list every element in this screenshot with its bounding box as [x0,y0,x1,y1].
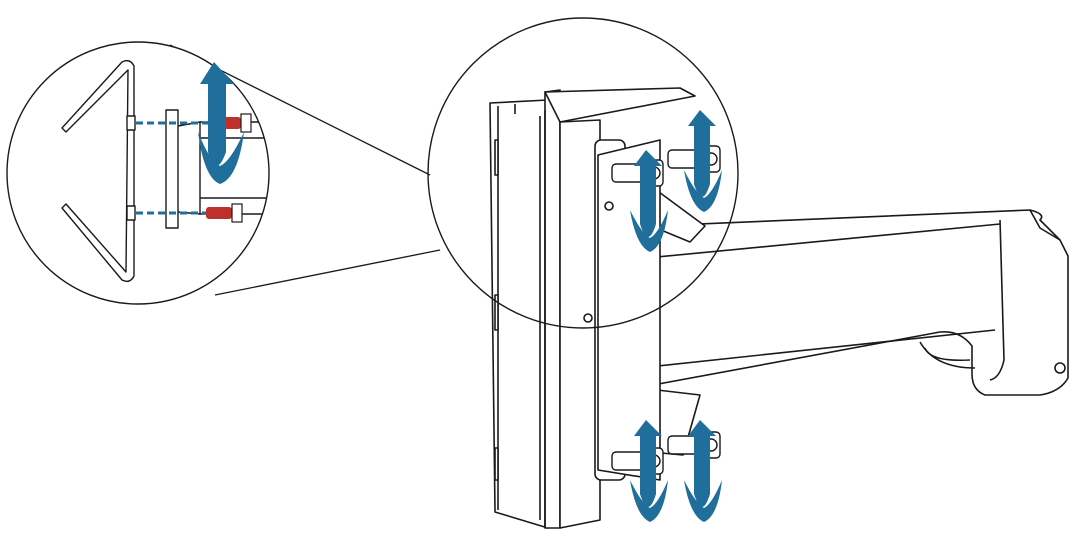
rotation-arrows-right [630,110,722,522]
rotate-arrow-icon [630,150,668,252]
rotate-arrow-icon [684,110,722,212]
screw-icon [206,203,243,223]
pole-strap [61,59,135,283]
bracket-arm [604,209,1069,396]
detail-circle-right [427,17,739,329]
detail-view-left [6,41,270,305]
clamp-plate [165,109,179,229]
rotate-arrow-icon [684,420,722,522]
wall-bracket [489,87,1069,529]
rotate-arrow-icon [630,420,668,522]
rotate-arrow-icon [198,62,244,184]
